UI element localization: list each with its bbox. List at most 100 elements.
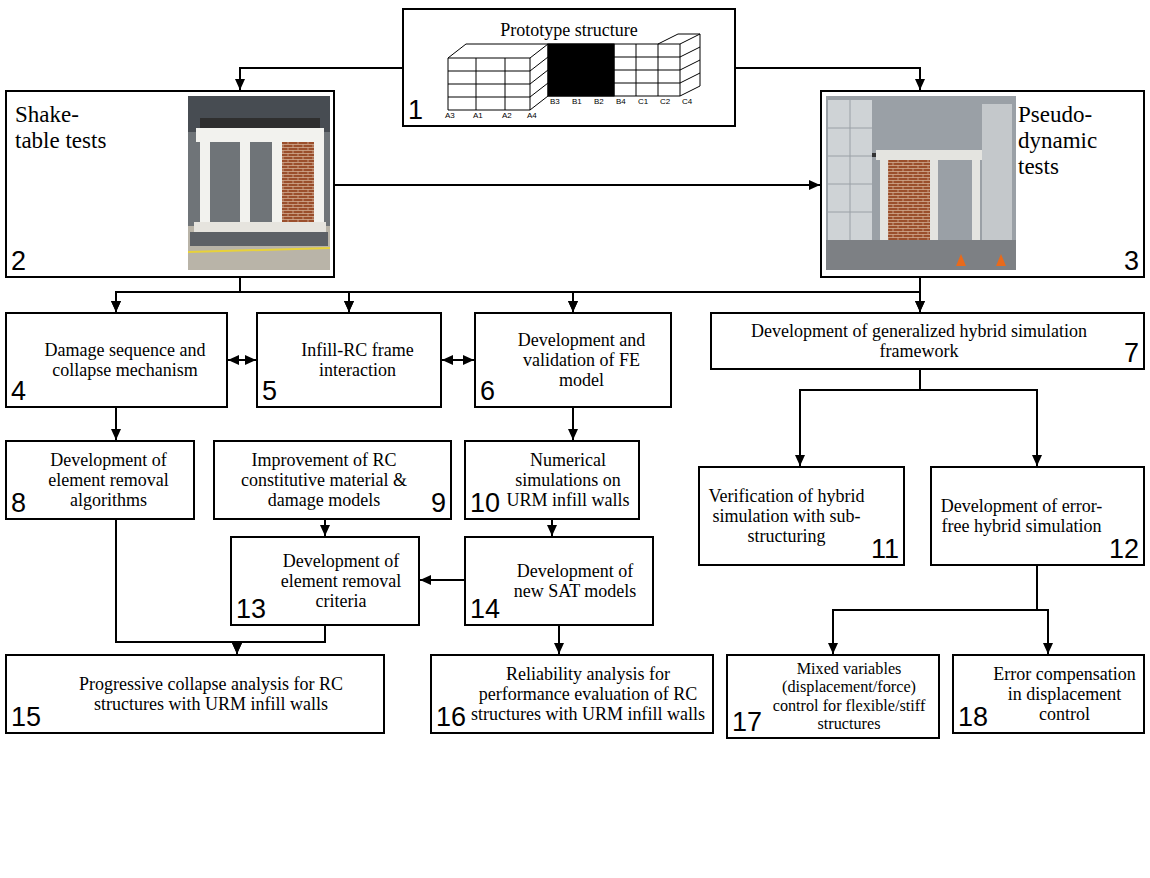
connector	[240, 278, 578, 312]
process-box: Damage sequence and collapse mechanism4	[5, 312, 228, 408]
connector	[240, 278, 354, 312]
process-box: Development of element removal algorithm…	[5, 440, 195, 520]
arrowhead	[442, 355, 453, 365]
connector-line	[920, 370, 1037, 466]
arrowhead	[915, 301, 925, 312]
connector	[568, 278, 920, 312]
grid-label: C4	[682, 98, 692, 106]
connector	[1037, 566, 1053, 654]
callout-number: 2	[11, 248, 26, 275]
connector	[344, 278, 920, 312]
arrowhead	[420, 575, 431, 585]
arrowhead	[235, 79, 245, 90]
arrowhead	[228, 355, 239, 365]
text-region: Development of element removal criteria	[270, 541, 412, 621]
arrowhead	[344, 301, 354, 312]
grid-label: B1	[572, 98, 582, 106]
connector	[335, 180, 820, 190]
connector	[235, 68, 402, 90]
connector-line	[335, 184, 820, 186]
callout-number: 18	[958, 704, 988, 731]
connector-line	[800, 370, 920, 466]
box-label: Development of element removal criteria	[270, 551, 412, 611]
pseudo-dynamic-photo	[826, 96, 1016, 270]
callout-number: 10	[470, 490, 500, 517]
text-region: Damage sequence and collapse mechanism	[30, 317, 220, 403]
text-region: Shake-table tests	[15, 102, 107, 252]
box-label: Numerical simulations on URM infill wall…	[504, 450, 632, 510]
arrowhead	[795, 455, 805, 466]
grid-label: A1	[473, 112, 483, 120]
text-region: Development of error-free hybrid simulat…	[938, 471, 1105, 561]
grid-label: A2	[502, 112, 512, 120]
connector-line	[833, 566, 1037, 654]
arrowhead	[463, 355, 474, 365]
arrowhead	[568, 301, 578, 312]
arrowhead	[344, 301, 354, 312]
process-box: Development of error-free hybrid simulat…	[930, 466, 1145, 566]
connector	[320, 520, 330, 536]
arrowhead	[232, 643, 242, 654]
callout-number: 13	[236, 596, 266, 623]
arrowhead	[111, 301, 121, 312]
grid-label: A3	[445, 112, 455, 120]
connector-line	[237, 626, 325, 654]
text-region: Development of generalized hybrid simula…	[718, 317, 1120, 365]
text-region: Progressive collapse analysis for RC str…	[45, 659, 377, 729]
arrowhead	[915, 301, 925, 312]
callout-number: 12	[1109, 536, 1139, 563]
callout-number: 17	[732, 709, 762, 736]
process-box: Infill-RC frame interaction5	[256, 312, 442, 408]
box-label: Progressive collapse analysis for RC str…	[45, 674, 377, 714]
box-label: Reliability analysis for performance eva…	[470, 664, 706, 724]
box-label: Development of element removal algorithm…	[30, 450, 187, 510]
arrowhead	[111, 301, 121, 312]
callout-number: 6	[480, 378, 495, 405]
box-label: Development of error-free hybrid simulat…	[938, 496, 1105, 536]
arrowhead	[568, 429, 578, 440]
text-region: Mixed variables (displacement/force) con…	[766, 659, 932, 734]
arrowhead	[232, 643, 242, 654]
connector	[111, 278, 920, 312]
connector	[795, 370, 920, 466]
process-box: Pseudo-dynamic tests3	[820, 90, 1145, 278]
box-label: Improvement of RC constitutive material …	[221, 450, 427, 510]
text-region: Pseudo-dynamic tests	[1018, 102, 1136, 252]
callout-number: 15	[11, 704, 41, 731]
connector	[420, 575, 464, 585]
text-region: Prototype structure	[410, 16, 728, 44]
callout-number: 8	[11, 490, 26, 517]
connector	[915, 278, 925, 312]
connector	[828, 566, 1037, 654]
process-box: Numerical simulations on URM infill wall…	[464, 440, 640, 520]
arrowhead	[554, 643, 564, 654]
process-box: Development of element removal criteria1…	[230, 536, 420, 626]
process-box: Development of generalized hybrid simula…	[710, 312, 1145, 370]
connector-line	[240, 68, 402, 90]
connector-line	[240, 278, 920, 312]
grid-label: B2	[594, 98, 604, 106]
arrowhead	[809, 180, 820, 190]
grid-label: B3	[550, 98, 560, 106]
callout-number: 1	[408, 97, 423, 124]
arrowhead	[547, 525, 557, 536]
box-label: Mixed variables (displacement/force) con…	[766, 660, 932, 733]
connector	[232, 626, 325, 654]
connector	[920, 370, 1042, 466]
connector	[111, 278, 240, 312]
callout-number: 4	[11, 378, 26, 405]
process-box: Reliability analysis for performance eva…	[430, 654, 714, 734]
process-box: Error compensation in displacement contr…	[952, 654, 1145, 734]
text-region: Development and validation of FE model	[499, 317, 664, 403]
connector-line	[736, 68, 920, 90]
arrowhead	[320, 525, 330, 536]
arrowhead	[1032, 455, 1042, 466]
arrowhead	[915, 79, 925, 90]
connector-line	[116, 278, 920, 312]
box-label: Development and validation of FE model	[499, 330, 664, 390]
grid-label: C2	[660, 98, 670, 106]
arrowhead	[828, 643, 838, 654]
connector	[228, 355, 256, 365]
